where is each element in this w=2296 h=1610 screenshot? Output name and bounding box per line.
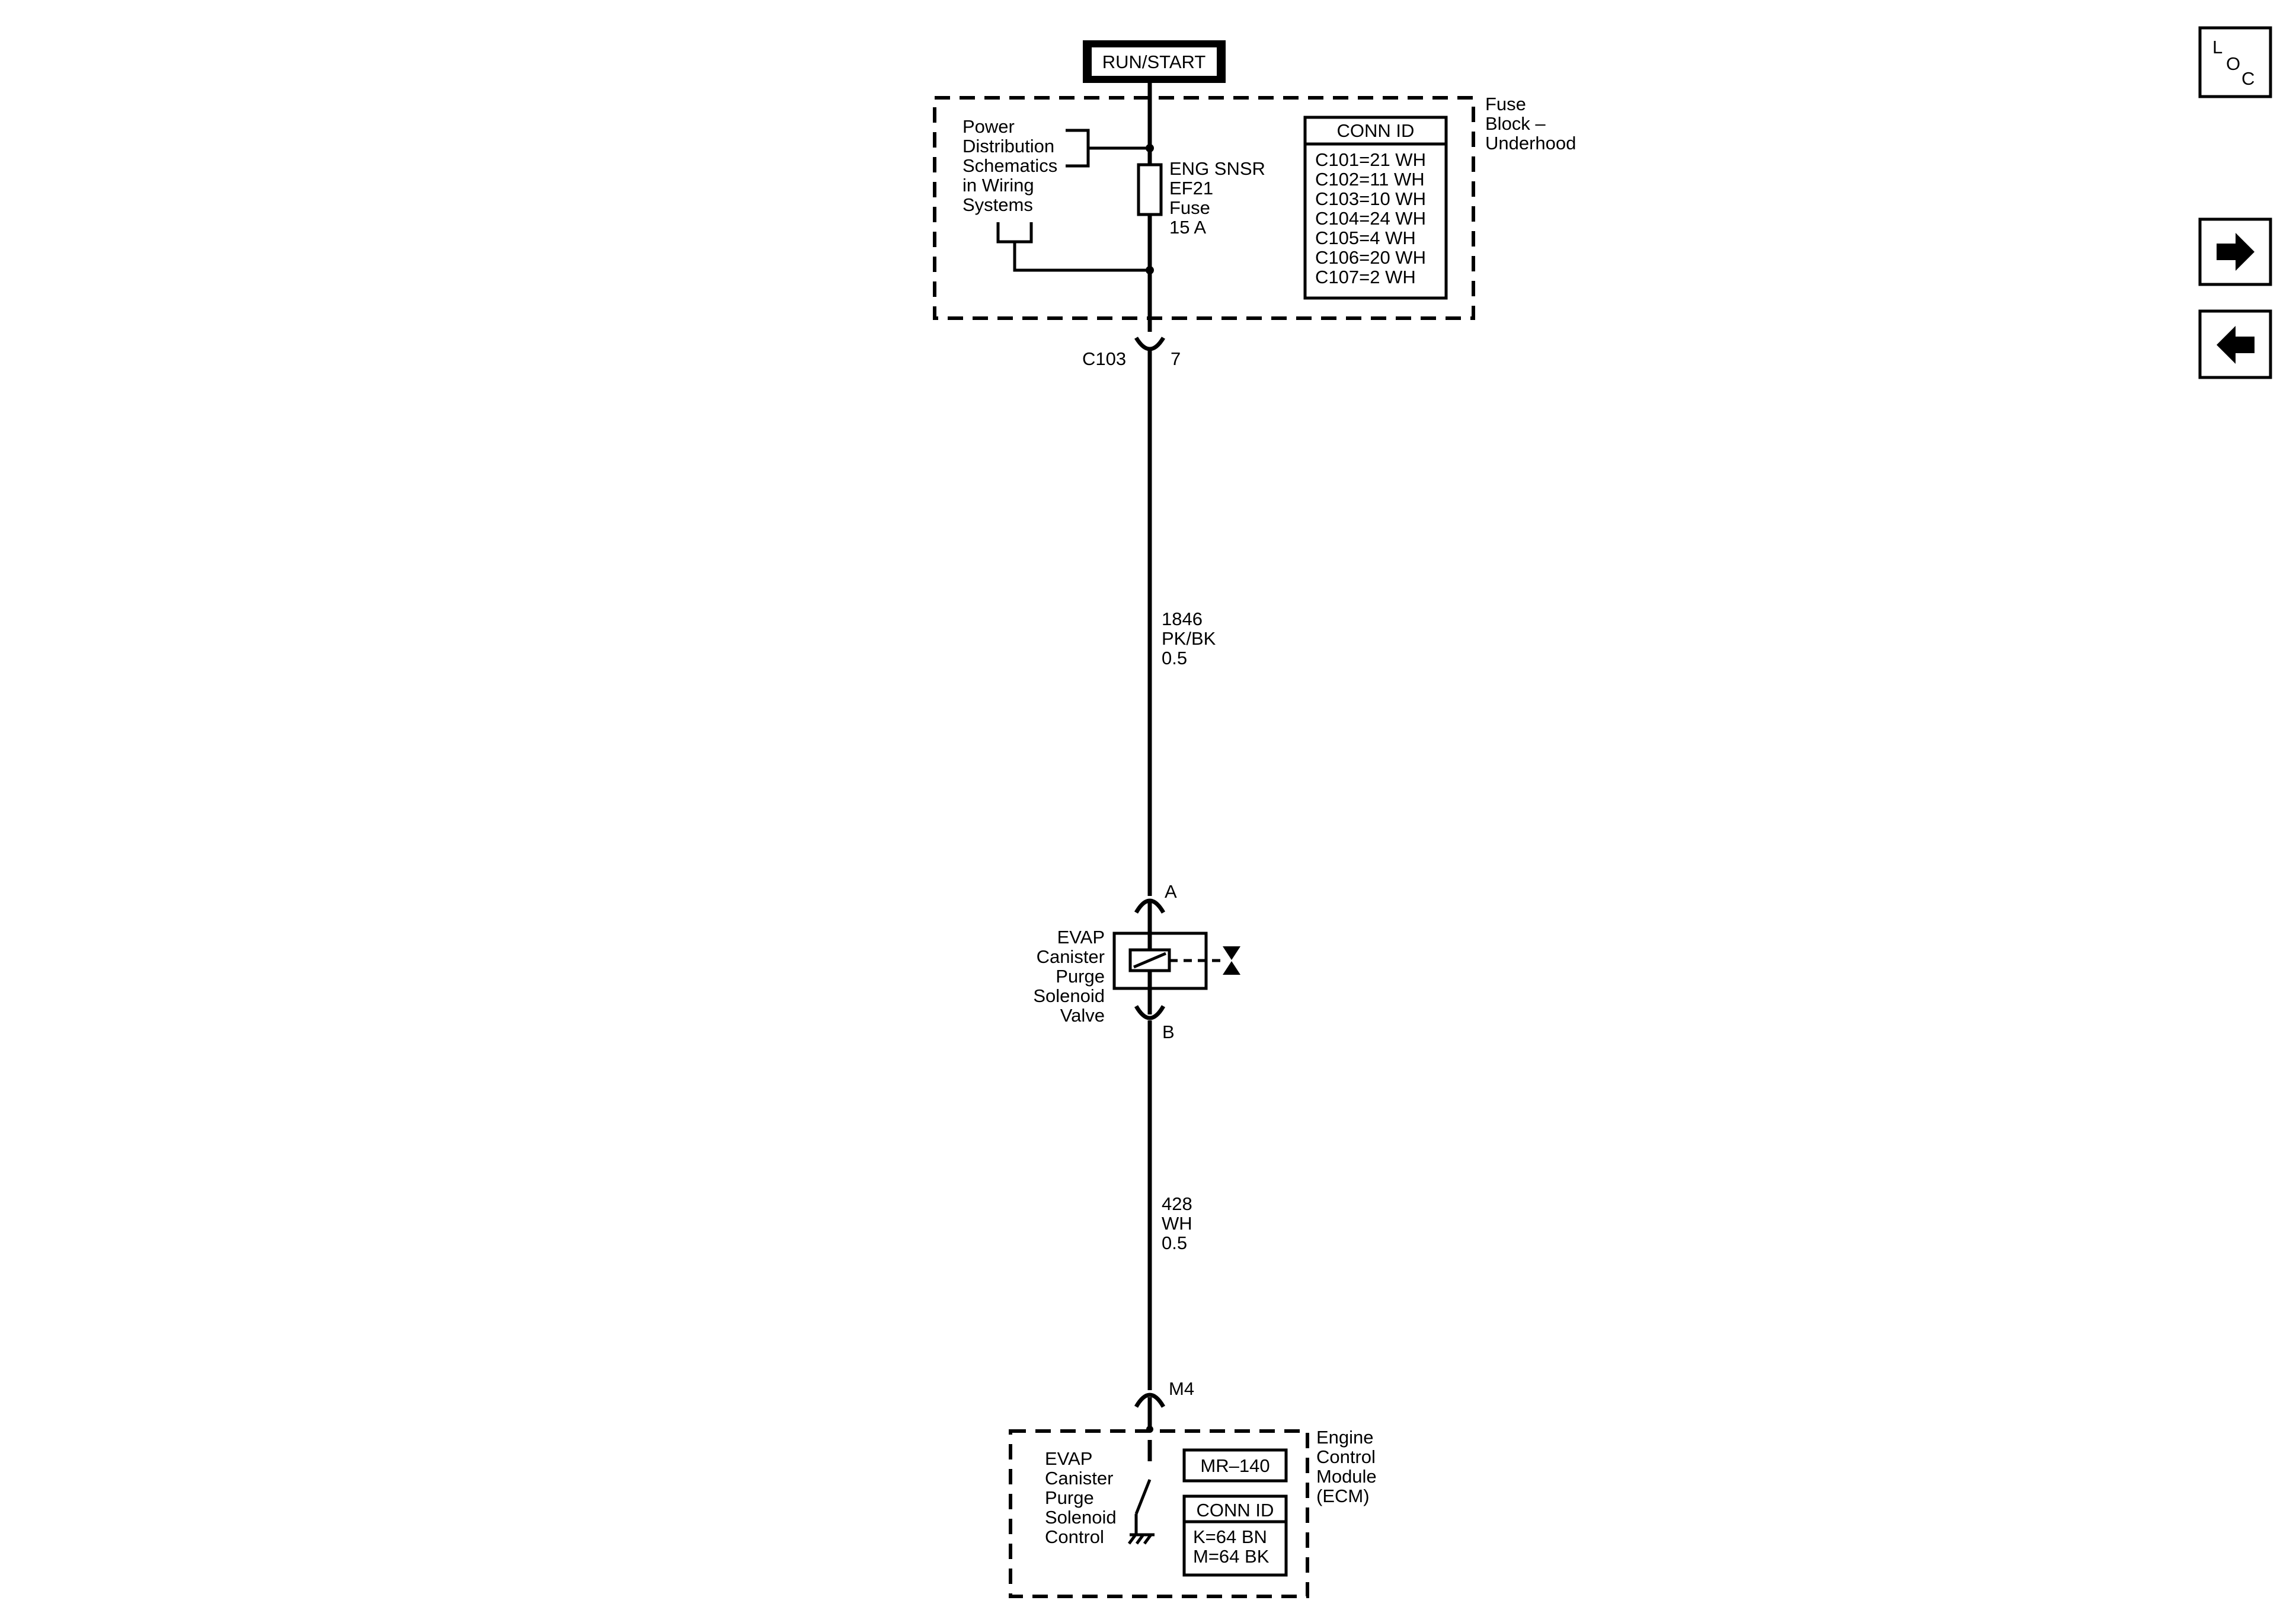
loc-letter-o: O [2226, 53, 2240, 74]
c103-connector-name: C103 [1082, 348, 1126, 369]
c103-connector-symbol[interactable] [1134, 337, 1165, 351]
svg-text:K=64 BN: K=64 BN [1193, 1526, 1267, 1547]
svg-text:C104=24 WH: C104=24 WH [1315, 208, 1426, 229]
ground-icon [1127, 1514, 1155, 1545]
svg-text:Canister: Canister [1037, 946, 1105, 967]
svg-text:CONN ID: CONN ID [1337, 120, 1415, 141]
forward-button[interactable] [2198, 217, 2272, 286]
solenoid-pin-a-symbol [1134, 898, 1166, 914]
ecm-connector-pin: M4 [1169, 1378, 1194, 1399]
solenoid-pin-b: B [1162, 1022, 1175, 1042]
svg-text:in Wiring: in Wiring [962, 175, 1034, 196]
left-arrow-icon [2217, 326, 2255, 364]
mr-reference-box[interactable]: MR–140 [1182, 1448, 1288, 1483]
svg-text:Solenoid: Solenoid [1045, 1507, 1117, 1528]
svg-text:PK/BK: PK/BK [1162, 628, 1216, 649]
svg-text:C106=20 WH: C106=20 WH [1315, 247, 1426, 268]
evap-purge-solenoid-valve[interactable] [1112, 932, 1208, 990]
svg-text:MR–140: MR–140 [1200, 1455, 1269, 1476]
svg-text:Control: Control [1045, 1526, 1104, 1547]
svg-text:15 A: 15 A [1169, 217, 1206, 238]
svg-text:Canister: Canister [1045, 1468, 1113, 1489]
fuse-block-name: Fuse Block – Underhood [1485, 94, 1576, 153]
right-arrow-icon [2217, 233, 2255, 271]
svg-text:(ECM): (ECM) [1316, 1486, 1370, 1506]
svg-text:CONN ID: CONN ID [1197, 1500, 1274, 1521]
svg-text:Solenoid: Solenoid [1033, 985, 1105, 1006]
svg-text:Systems: Systems [962, 194, 1033, 215]
loc-letter-c: C [2241, 68, 2255, 89]
valve-icon [1223, 946, 1240, 975]
svg-text:C105=4 WH: C105=4 WH [1315, 228, 1416, 248]
loc-letter-l: L [2212, 37, 2223, 57]
svg-text:Valve: Valve [1060, 1005, 1105, 1026]
svg-text:Purge: Purge [1056, 966, 1105, 987]
svg-text:Fuse: Fuse [1485, 94, 1526, 114]
svg-text:C103=10 WH: C103=10 WH [1315, 188, 1426, 209]
svg-text:Fuse: Fuse [1169, 197, 1210, 218]
svg-text:1846: 1846 [1162, 609, 1203, 629]
svg-text:Control: Control [1316, 1446, 1376, 1467]
svg-text:Purge: Purge [1045, 1487, 1094, 1508]
fuse-block-conn-id-table: CONN ID C101=21 WH C102=11 WH C103=10 WH… [1303, 116, 1448, 300]
c103-pin: 7 [1171, 348, 1181, 369]
wire-428-label: 428 WH 0.5 [1162, 1193, 1192, 1253]
svg-text:0.5: 0.5 [1162, 1233, 1187, 1253]
ecm-connector-symbol[interactable] [1134, 1393, 1166, 1408]
back-button[interactable] [2198, 309, 2272, 379]
svg-text:EVAP: EVAP [1045, 1448, 1092, 1469]
ecm-control-label: EVAP Canister Purge Solenoid Control [1045, 1448, 1117, 1547]
ecm-boundary [1009, 1429, 1309, 1598]
svg-text:0.5: 0.5 [1162, 648, 1187, 668]
power-dist-bracket-top [1066, 129, 1150, 168]
svg-text:ENG SNSR: ENG SNSR [1169, 158, 1265, 179]
low-side-driver-switch [1134, 1479, 1152, 1515]
fuse-icon[interactable] [1137, 163, 1163, 216]
ecm-conn-id-table: CONN ID K=64 BN M=64 BK [1182, 1494, 1288, 1577]
location-button[interactable]: L O C [2198, 26, 2272, 98]
solenoid-name: EVAP Canister Purge Solenoid Valve [1033, 927, 1105, 1026]
wire-1846-label: 1846 PK/BK 0.5 [1162, 609, 1216, 668]
svg-text:WH: WH [1162, 1213, 1192, 1234]
svg-text:Power: Power [962, 116, 1015, 137]
svg-text:Underhood: Underhood [1485, 133, 1576, 153]
svg-text:C102=11 WH: C102=11 WH [1315, 169, 1425, 190]
fuse-block-boundary [933, 96, 1475, 320]
power-distribution-reference[interactable]: Power Distribution Schematics in Wiring … [962, 116, 1057, 215]
svg-text:EVAP: EVAP [1057, 927, 1105, 948]
svg-text:Schematics: Schematics [962, 155, 1057, 176]
svg-text:C101=21 WH: C101=21 WH [1315, 149, 1426, 170]
svg-text:Module: Module [1316, 1466, 1377, 1487]
solenoid-pin-a: A [1165, 881, 1177, 902]
solenoid-pin-b-symbol [1134, 1005, 1166, 1020]
svg-text:428: 428 [1162, 1193, 1192, 1214]
svg-text:Distribution: Distribution [962, 136, 1054, 156]
ecm-name: Engine Control Module (ECM) [1316, 1427, 1377, 1506]
svg-text:C107=2 WH: C107=2 WH [1315, 267, 1416, 287]
svg-text:EF21: EF21 [1169, 178, 1213, 199]
ecm-splice-dot [1146, 1426, 1153, 1433]
svg-text:Engine: Engine [1316, 1427, 1374, 1448]
svg-text:M=64 BK: M=64 BK [1193, 1546, 1269, 1567]
fuse-label: ENG SNSR EF21 Fuse 15 A [1169, 158, 1265, 238]
power-source: RUN/START [1083, 40, 1226, 83]
power-source-label: RUN/START [1102, 52, 1206, 72]
power-dist-bracket-bottom [996, 222, 1150, 272]
svg-text:Block –: Block – [1485, 113, 1546, 134]
